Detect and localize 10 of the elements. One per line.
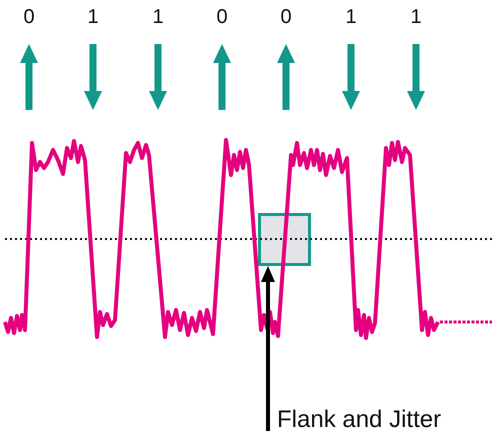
bit-label: 1 [86,6,100,28]
highlight-box [258,213,311,266]
bit-label: 0 [279,6,293,28]
callout-label: Flank and Jitter [271,407,442,433]
bit-label: 1 [409,6,423,28]
bit-label: 1 [151,6,165,28]
bit-label: 0 [215,6,229,28]
bit-label: 0 [22,6,36,28]
leader-arrow [261,266,275,431]
bit-label: 1 [344,6,358,28]
